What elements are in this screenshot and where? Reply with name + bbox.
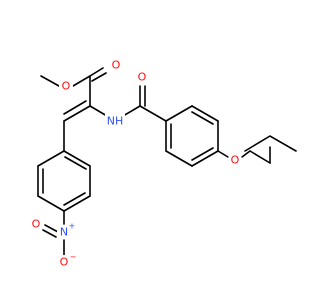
bond-n-amide-c xyxy=(122,105,141,117)
nitro-oxygen-label: O xyxy=(32,218,41,231)
bond-ether-c1 xyxy=(241,150,251,158)
ring2-bond-4 xyxy=(191,150,219,167)
carbonyl-oxygen-label: O xyxy=(112,59,121,72)
ring2-bond-5 xyxy=(165,150,193,167)
ring2-bond-2-inner xyxy=(191,111,214,125)
bond-alpha-beta-a xyxy=(63,105,91,122)
bond-nitro-o-up-a xyxy=(44,224,59,233)
bond-butyl-c1-c2 xyxy=(249,150,271,164)
nitro-nitrogen-charge: + xyxy=(69,222,76,231)
ring1-bond-3-inner xyxy=(63,192,86,206)
ring1-bond-1-inner xyxy=(64,156,87,170)
molecule-drawing: O O O NH O N + O O − xyxy=(29,58,297,269)
bond-alpha-n xyxy=(89,105,108,117)
amide-oxygen-label: O xyxy=(138,71,147,84)
ring1-bond-4 xyxy=(37,195,65,212)
nitro-oxide-charge: − xyxy=(70,253,77,262)
nitro-nitrogen-label: N xyxy=(60,226,68,239)
ester-oxygen-label: O xyxy=(62,80,71,93)
structure-canvas: O O O NH O N + O O − xyxy=(29,58,297,269)
bond-methyl-o xyxy=(40,75,60,87)
ring2-bond-1 xyxy=(165,105,193,122)
nitro-oxide-label: O xyxy=(60,256,69,269)
bond-carbonyl-double-a xyxy=(89,67,104,77)
atom-label-layer: O O O NH O N + O O − xyxy=(29,58,242,269)
ring1-bond-1 xyxy=(63,150,91,167)
bond-carbonyl-double-b xyxy=(91,72,107,82)
amide-nh-label: NH xyxy=(107,115,124,128)
ether-oxygen-label: O xyxy=(231,154,240,167)
ring2-bond-2 xyxy=(191,105,219,122)
bond-o-carbonyl-c xyxy=(72,75,91,87)
bond-amide-ring2 xyxy=(139,105,167,122)
bond-ring2-ether-o xyxy=(217,150,229,158)
bond-alpha-beta-b xyxy=(63,100,87,115)
bond-nitro-o-up-b xyxy=(42,229,57,238)
bond-butyl-c3-c4 xyxy=(244,135,297,152)
ring1-bond-3 xyxy=(63,195,91,212)
ring1-bond-6 xyxy=(37,150,65,167)
ring2-bond-4-inner xyxy=(191,147,214,161)
bond-layer xyxy=(37,67,297,257)
